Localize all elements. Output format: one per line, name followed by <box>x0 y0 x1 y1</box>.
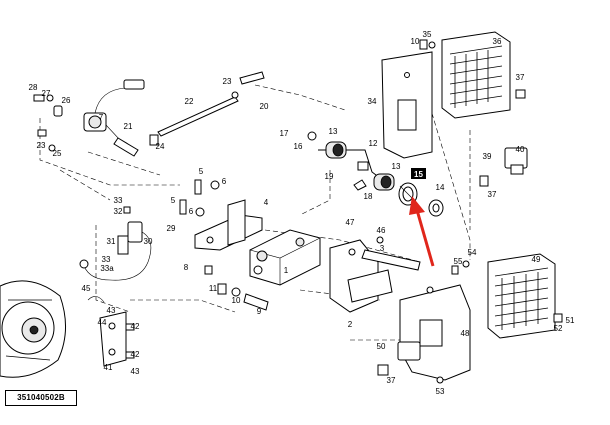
callout-c37a: 37 <box>516 73 525 82</box>
switch-assembly-7 <box>83 79 145 157</box>
callout-c49: 49 <box>532 255 541 264</box>
flywheel <box>0 280 67 378</box>
callout-c7: 7 <box>99 113 104 122</box>
callout-c43a: 43 <box>131 367 140 376</box>
callout-c6b: 6 <box>189 207 194 216</box>
callout-c40: 40 <box>516 145 525 154</box>
callout-c41: 41 <box>104 363 113 372</box>
pointer-arrow <box>409 196 435 267</box>
callout-c9: 9 <box>257 307 262 316</box>
callout-c24: 24 <box>156 142 165 151</box>
callout-c1: 1 <box>284 266 289 275</box>
callout-c42a: 42 <box>131 322 140 331</box>
callout-c3: 3 <box>380 244 385 253</box>
callout-labels: 1234556678910101112131314161718192021222… <box>29 30 575 396</box>
callout-c11: 11 <box>209 284 218 293</box>
callout-c22: 22 <box>185 97 194 106</box>
callout-c37b: 37 <box>488 190 497 199</box>
bolts-upper-right <box>419 39 528 187</box>
callout-c18: 18 <box>364 192 373 201</box>
highlighted-part-label: 15 <box>411 168 426 179</box>
callout-c54: 54 <box>468 248 477 257</box>
callout-c47: 47 <box>346 218 355 227</box>
callout-c5b: 5 <box>171 196 176 205</box>
callout-c37c: 37 <box>387 376 396 385</box>
callout-c6a: 6 <box>222 177 227 186</box>
bolts-left <box>33 94 159 152</box>
callout-c27: 27 <box>42 89 51 98</box>
callout-c2: 2 <box>348 320 353 329</box>
rod-22 <box>157 71 265 137</box>
callout-c4: 4 <box>264 198 269 207</box>
callout-c13b: 13 <box>392 162 401 171</box>
callout-c46: 46 <box>377 226 386 235</box>
callout-c33c: 33a <box>100 264 114 273</box>
callout-c12: 12 <box>369 139 378 148</box>
callout-c44: 44 <box>98 318 107 327</box>
callout-c19: 19 <box>325 172 334 181</box>
bracket-48 <box>377 284 471 384</box>
callout-c45: 45 <box>82 284 91 293</box>
callout-c28: 28 <box>29 83 38 92</box>
callout-c17: 17 <box>280 129 289 138</box>
callout-c31: 31 <box>107 237 116 246</box>
callout-c14: 14 <box>436 183 445 192</box>
callout-c16: 16 <box>294 142 303 151</box>
callout-c55: 55 <box>454 257 463 266</box>
callout-c30: 30 <box>144 237 153 246</box>
callout-c51: 51 <box>566 316 575 325</box>
control-module-49 <box>451 253 563 339</box>
callout-c23b: 23 <box>37 141 46 150</box>
pin-9 <box>204 265 269 311</box>
bracket-41 <box>87 296 135 367</box>
callout-c42b: 42 <box>131 350 140 359</box>
lever-plate-2 <box>329 236 421 313</box>
callout-c21: 21 <box>124 122 133 131</box>
callout-c33b: 33 <box>102 255 111 264</box>
callout-c10b: 10 <box>411 37 420 46</box>
callout-c50: 50 <box>377 342 386 351</box>
callout-c32: 32 <box>114 207 123 216</box>
control-module-36 <box>441 31 511 119</box>
callout-c36: 36 <box>493 37 502 46</box>
callout-c26: 26 <box>62 96 71 105</box>
callout-c8: 8 <box>184 263 189 272</box>
bracket-34 <box>381 51 433 159</box>
callout-c25: 25 <box>53 149 62 158</box>
sensor-30 <box>79 206 152 281</box>
callout-c48: 48 <box>461 329 470 338</box>
callout-c20: 20 <box>260 102 269 111</box>
callout-c10: 10 <box>232 296 241 305</box>
svg-text:15: 15 <box>414 170 423 179</box>
callout-c43b: 43 <box>107 306 116 315</box>
shaft-assembly <box>307 131 395 191</box>
callout-c29: 29 <box>167 224 176 233</box>
callout-c5a: 5 <box>199 167 204 176</box>
callout-c52: 52 <box>554 324 563 333</box>
callout-c35: 35 <box>423 30 432 39</box>
callout-c13a: 13 <box>329 127 338 136</box>
valve-body-1 <box>249 229 321 286</box>
drawing-code: 351040502B <box>5 390 77 406</box>
reference-lines <box>39 84 471 341</box>
bracket-4 <box>179 179 263 251</box>
callout-c23a: 23 <box>223 77 232 86</box>
callout-c33a: 33 <box>114 196 123 205</box>
callout-c34: 34 <box>368 97 377 106</box>
callout-c53: 53 <box>436 387 445 396</box>
callout-c39: 39 <box>483 152 492 161</box>
